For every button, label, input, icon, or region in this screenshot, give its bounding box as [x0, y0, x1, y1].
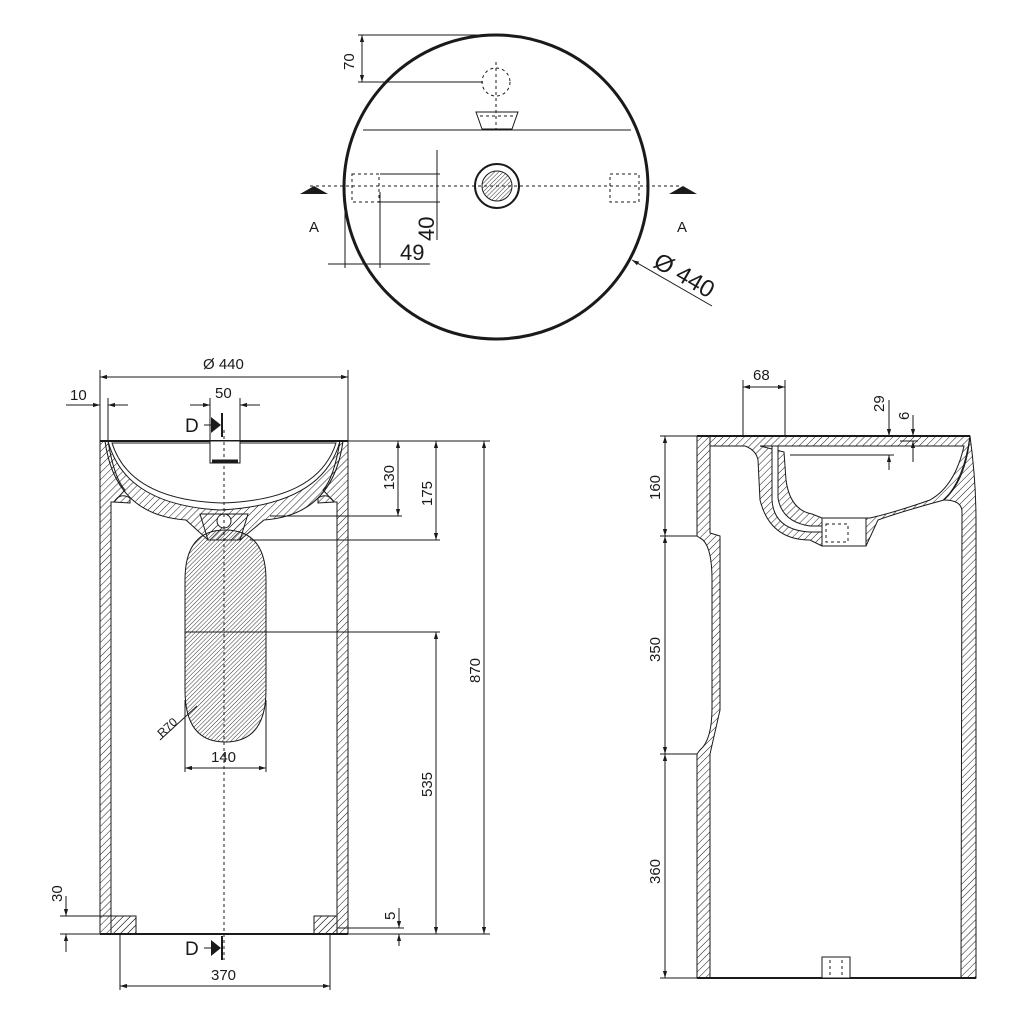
section-arrow-left-icon [300, 186, 328, 194]
side-rear-wall [696, 435, 721, 979]
side-view: 68 29 6 160 350 360 [647, 367, 977, 979]
front-tap-hole [209, 440, 241, 464]
front-left-wall [99, 440, 137, 935]
dim-r70-label: R70 [154, 715, 180, 740]
side-drain [821, 517, 867, 547]
section-label-left: A [309, 219, 319, 236]
dim-6-label: 6 [896, 412, 913, 420]
dim-5-label: 5 [382, 912, 399, 920]
dim-175-label: 175 [419, 481, 436, 506]
section-d-bottom-label: D [185, 939, 199, 960]
front-foot-left [110, 915, 137, 935]
dim-30-label: 30 [49, 885, 66, 902]
top-diameter-label: Ø 440 [649, 248, 719, 304]
section-label-right: A [677, 219, 687, 236]
dim-49-label: 49 [400, 240, 424, 265]
section-arrow-right-icon [669, 186, 697, 194]
front-diameter-label: Ø 440 [203, 356, 244, 373]
section-d-top-label: D [185, 416, 199, 437]
side-front-wall [942, 435, 977, 979]
dim-535-label: 535 [419, 772, 436, 797]
front-view: Ø 440 10 50 D D 130 175 870 [49, 356, 490, 990]
front-access-opening [184, 529, 267, 743]
front-foot-right [313, 915, 338, 935]
dim-50-label: 50 [215, 385, 232, 402]
dim-40-label: 40 [414, 217, 439, 241]
dim-10-label: 10 [70, 387, 87, 404]
dim-870-label: 870 [467, 658, 484, 683]
dim-68-label: 68 [753, 367, 770, 384]
dim-130-label: 130 [381, 465, 398, 490]
top-view: A A 70 40 49 Ø 440 [300, 33, 719, 341]
dim-370-label: 370 [211, 967, 236, 984]
dim-140-label: 140 [211, 749, 236, 766]
dim-350-label: 350 [647, 637, 664, 662]
dim-70-label: 70 [341, 53, 358, 70]
dim-29-label: 29 [871, 395, 888, 412]
tap-base [475, 111, 519, 130]
side-floor-fixing [821, 956, 851, 979]
mounting-hole-right [609, 173, 640, 203]
dim-160-label: 160 [647, 475, 664, 500]
mounting-hole-left [351, 173, 380, 203]
dim-360-label: 360 [647, 859, 664, 884]
front-right-wall [313, 440, 349, 935]
